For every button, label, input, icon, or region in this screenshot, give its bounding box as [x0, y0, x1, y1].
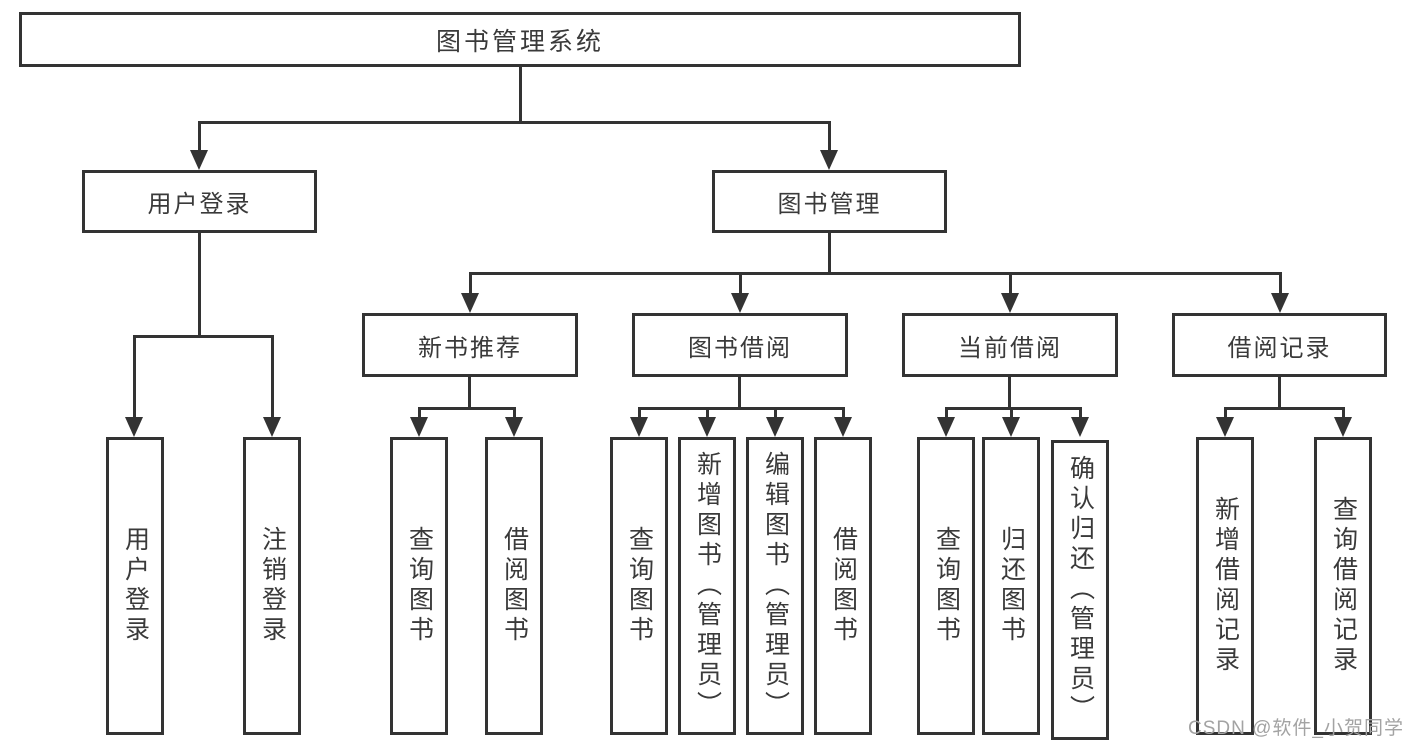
node-current-borrow: 当前借阅	[902, 313, 1118, 377]
leaf-current-query-books: 查询图书	[917, 437, 975, 735]
node-new-book-recommend: 新书推荐	[362, 313, 578, 377]
leaf-records-add-record: 新增借阅记录	[1196, 437, 1254, 735]
leaf-current-return-books: 归还图书	[982, 437, 1040, 735]
leaf-user-login: 用户登录	[106, 437, 164, 735]
node-book-manage: 图书管理	[712, 170, 947, 233]
connector-current-stem	[1008, 377, 1011, 407]
node-user-login: 用户登录	[82, 170, 317, 233]
leaf-recommend-borrow-books: 借阅图书	[485, 437, 543, 735]
leaf-recommend-query-books: 查询图书	[390, 437, 448, 735]
node-root: 图书管理系统	[19, 12, 1021, 67]
leaf-borrow-borrow-books: 借阅图书	[814, 437, 872, 735]
node-book-borrow: 图书借阅	[632, 313, 848, 377]
connector-current-branch	[945, 407, 1082, 410]
connector-borrow-branch	[638, 407, 845, 410]
leaf-current-confirm-return-admin: 确认归还（管理员）	[1051, 440, 1109, 740]
leaf-borrow-query-books: 查询图书	[610, 437, 668, 735]
connector-borrow-stem	[738, 377, 741, 407]
connector-records-branch	[1224, 407, 1345, 410]
connector-root-branch	[198, 121, 831, 124]
connector-records-stem	[1278, 377, 1281, 407]
leaf-logout: 注销登录	[243, 437, 301, 735]
connector-root-stem	[519, 67, 522, 121]
connector-manage-stem	[828, 233, 831, 272]
leaf-borrow-add-books-admin: 新增图书（管理员）	[678, 437, 736, 735]
leaf-records-query-record: 查询借阅记录	[1314, 437, 1372, 735]
connector-manage-branch	[469, 272, 1282, 275]
connector-login-stem	[198, 233, 201, 335]
connector-recommend-branch	[418, 407, 516, 410]
connector-login-branch	[133, 335, 274, 338]
connector-recommend-stem	[468, 377, 471, 407]
csdn-watermark: CSDN @软件_小贺同学	[1188, 718, 1404, 739]
node-borrow-records: 借阅记录	[1172, 313, 1387, 377]
leaf-borrow-edit-books-admin: 编辑图书（管理员）	[746, 437, 804, 735]
